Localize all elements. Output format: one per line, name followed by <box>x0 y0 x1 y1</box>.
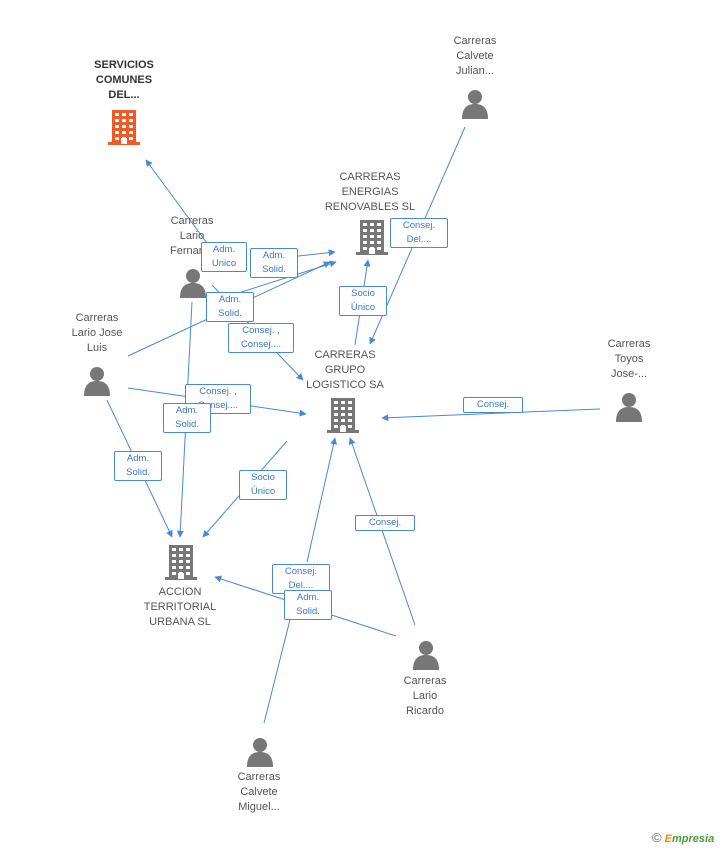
node-label: Carreras Calvete Julian... <box>453 35 497 77</box>
edge-label[interactable]: Socio Único <box>339 286 387 316</box>
node-label: CARRERAS GRUPO LOGISTICO SA <box>306 349 384 391</box>
building-icon <box>165 545 197 580</box>
node-person-ricardo[interactable]: Carreras Lario Ricardo <box>380 638 470 728</box>
edge-label[interactable]: Adm. Unico <box>201 242 247 272</box>
edge-label[interactable]: Consej. <box>355 515 415 531</box>
edge-label[interactable]: Adm. Solid. <box>250 248 298 278</box>
relationship-edge <box>145 159 213 251</box>
edge-label[interactable]: Consej. Del.... <box>390 218 448 248</box>
edge-label[interactable]: Adm. Solid. <box>206 292 254 322</box>
building-icon <box>356 220 388 255</box>
node-label: ACCION TERRITORIAL URBANA SL <box>143 586 217 628</box>
copyright-symbol: © <box>652 830 662 845</box>
person-icon <box>84 367 110 396</box>
node-label: Carreras Lario Ricardo <box>403 675 447 717</box>
person-icon <box>462 90 488 119</box>
brand-initial: E <box>664 833 672 845</box>
node-label: CARRERAS ENERGIAS RENOVABLES SL <box>324 171 416 213</box>
building-icon <box>327 398 359 433</box>
edge-label[interactable]: Adm. Solid. <box>114 451 162 481</box>
relationship-edge <box>381 408 601 422</box>
person-icon <box>180 269 206 298</box>
node-label: Carreras Toyos Jose-... <box>607 338 651 380</box>
person-icon <box>616 393 642 422</box>
node-person-julian[interactable]: Carreras Calvete Julian... <box>430 34 520 124</box>
node-person-toyos[interactable]: Carreras Toyos Jose-... <box>584 337 674 427</box>
edge-label[interactable]: Adm. Solid. <box>163 403 211 433</box>
footer-brand: © Empresia <box>652 830 714 845</box>
node-person-miguel[interactable]: Carreras Calvete Miguel... <box>214 735 304 825</box>
node-accion-territorial[interactable]: ACCION TERRITORIAL URBANA SL <box>130 545 230 635</box>
relationship-edge <box>348 437 416 626</box>
node-carreras-grupo-logistico[interactable]: CARRERAS GRUPO LOGISTICO SA <box>290 348 400 438</box>
brand-logo: Empresia <box>665 833 715 845</box>
person-icon <box>247 738 273 767</box>
node-label: SERVICIOS COMUNES DEL... <box>94 59 154 101</box>
node-servicios-comunes[interactable]: SERVICIOS COMUNES DEL... <box>70 58 178 148</box>
node-carreras-energias[interactable]: CARRERAS ENERGIAS RENOVABLES SL <box>312 170 428 260</box>
brand-name: mpresia <box>672 833 715 845</box>
node-label: Carreras Lario Jose Luis <box>71 312 123 354</box>
edge-label[interactable]: Adm. Solid. <box>284 590 332 620</box>
building-icon <box>108 110 140 145</box>
node-person-luis[interactable]: Carreras Lario Jose Luis <box>52 311 142 401</box>
edge-label[interactable]: Socio Único <box>239 470 287 500</box>
edge-label[interactable]: Consej. , Consej.... <box>228 323 294 353</box>
person-icon <box>413 641 439 670</box>
edge-label[interactable]: Consej. <box>463 397 523 413</box>
relationship-edge <box>306 437 338 563</box>
node-label: Carreras Calvete Miguel... <box>237 771 281 813</box>
